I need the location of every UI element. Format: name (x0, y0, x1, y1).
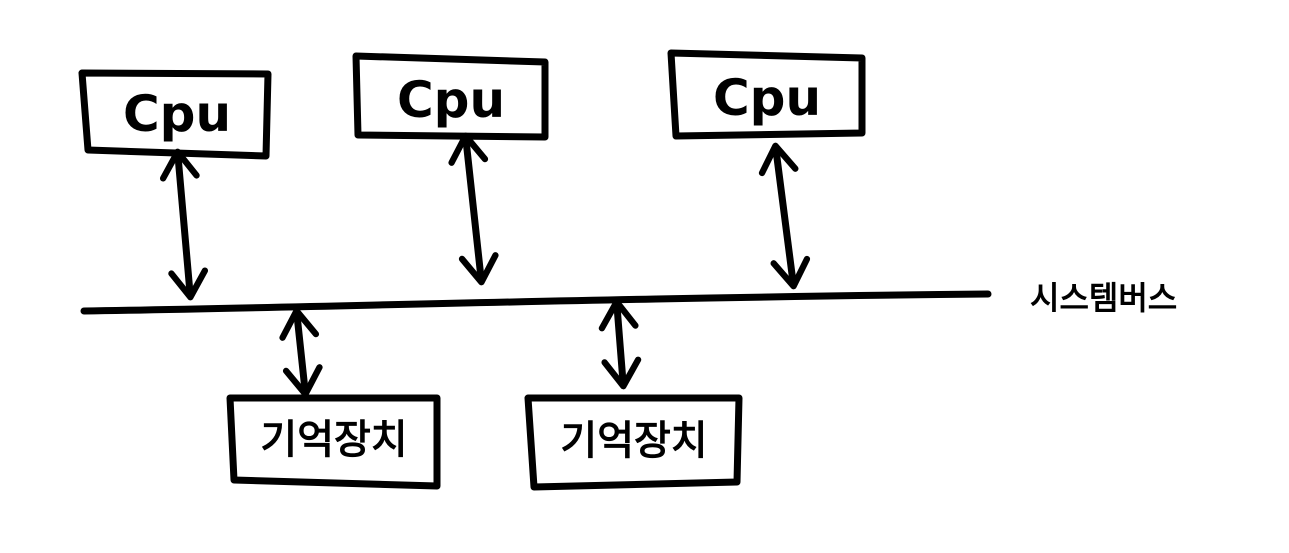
cpu-2-bus-connector (448, 132, 499, 286)
system-bus-line (80, 290, 992, 315)
cpu-box-1 (78, 69, 272, 160)
cpu-node-3: Cpu (667, 49, 866, 140)
cpu-1-bus-connector (159, 148, 209, 301)
memory-node-2: 기억장치 (524, 394, 743, 491)
cpu-box-3 (667, 49, 866, 140)
memory-2-bus-connector (598, 298, 642, 390)
memory-1-bus-connector (279, 307, 323, 398)
memory-box-2 (524, 394, 743, 491)
cpu-3-bus-connector (758, 142, 811, 290)
memory-box-1 (226, 394, 441, 490)
cpu-label-2: Cpu (397, 71, 505, 129)
cpu-node-2: Cpu (352, 52, 549, 141)
system-bus-label: 시스템버스 (1030, 279, 1177, 317)
cpu-label-1: Cpu (123, 85, 231, 143)
cpu-label-3: Cpu (713, 69, 821, 127)
memory-label-1: 기억장치 (260, 417, 407, 463)
cpu-box-2 (352, 52, 549, 141)
memory-node-1: 기억장치 (226, 394, 441, 490)
memory-label-2: 기억장치 (560, 418, 707, 464)
cpu-node-1: Cpu (78, 69, 272, 160)
